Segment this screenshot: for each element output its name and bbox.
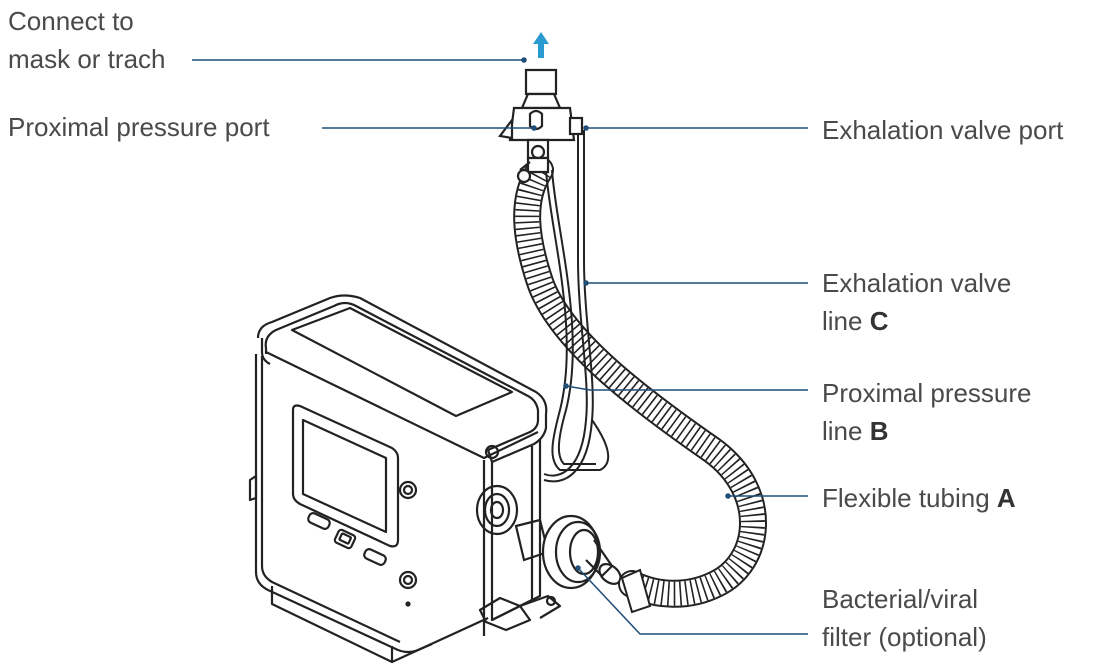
leader-lines: [192, 57, 808, 635]
label-filter-line2: filter (optional): [822, 622, 987, 652]
label-proximal-line: Proximal pressure line B: [822, 374, 1032, 450]
airflow-arrow: [533, 32, 549, 58]
label-filter: Bacterial/viral filter (optional): [822, 580, 987, 656]
label-flexible-tubing-text: Flexible tubing: [822, 483, 997, 513]
label-proximal-line-letter: B: [869, 416, 889, 446]
leader-proximal-line: [565, 385, 808, 391]
exhalation-valve: [498, 68, 584, 184]
label-exhalation-line-2: line: [822, 306, 870, 336]
label-exhalation-line: Exhalation valve line C: [822, 264, 1011, 340]
label-exhalation-line-letter: C: [869, 306, 889, 336]
ventilator-device: [248, 294, 562, 664]
label-flexible-tubing: Flexible tubing A: [822, 479, 1016, 517]
flexible-tubing: [513, 156, 767, 614]
label-connect: Connect to mask or trach: [8, 2, 166, 78]
label-proximal-line-2: line: [822, 416, 870, 446]
label-filter-line1: Bacterial/viral: [822, 584, 979, 614]
pressure-lines: [543, 130, 610, 483]
label-exhalation-port: Exhalation valve port: [822, 115, 1064, 145]
leader-filter: [577, 567, 808, 635]
label-connect-line1: Connect to: [8, 6, 134, 36]
bacterial-filter: [514, 514, 622, 590]
label-exhalation-line-1: Exhalation valve: [822, 268, 1012, 298]
label-proximal-port: Proximal pressure port: [8, 112, 270, 142]
label-connect-line2: mask or trach: [8, 44, 166, 74]
label-flexible-tubing-letter: A: [996, 483, 1016, 513]
label-proximal-line-1: Proximal pressure: [822, 378, 1032, 408]
